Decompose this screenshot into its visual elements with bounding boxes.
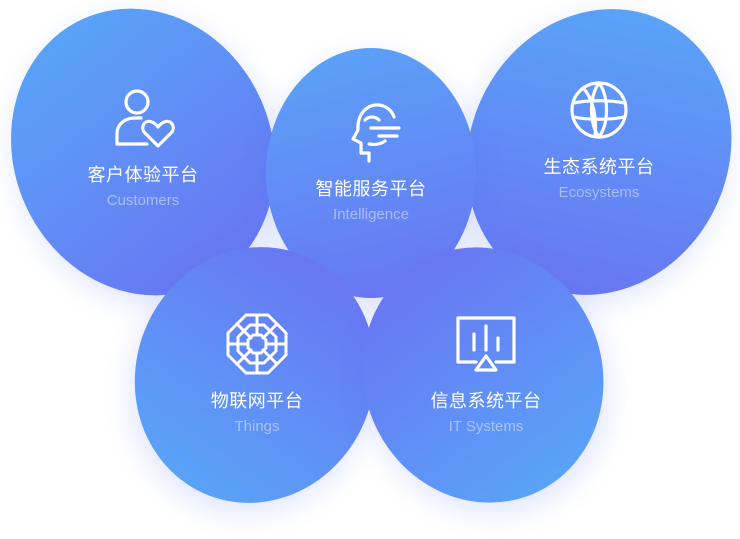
platform-subtitle: Ecosystems xyxy=(558,184,640,201)
user-heart-icon xyxy=(115,89,175,148)
octagon-web-icon xyxy=(226,313,288,375)
thinking-head-icon xyxy=(351,103,401,163)
platform-things: 物联网平台 Things xyxy=(157,312,357,437)
platform-title: 智能服务平台 xyxy=(315,179,427,200)
platform-subtitle: Intelligence xyxy=(333,206,409,223)
monitor-chart-icon xyxy=(456,316,516,372)
platform-title: 生态系统平台 xyxy=(543,157,655,178)
platform-it-systems: 信息系统平台 IT Systems xyxy=(386,312,586,437)
platform-subtitle: Things xyxy=(234,418,280,435)
platform-ecosystems: 生态系统平台 Ecosystems xyxy=(499,78,699,203)
platform-intelligence: 智能服务平台 Intelligence xyxy=(271,100,471,225)
platform-subtitle: Customers xyxy=(106,192,180,209)
globe-icon xyxy=(570,81,628,139)
platform-subtitle: IT Systems xyxy=(448,418,524,435)
platform-title: 客户体验平台 xyxy=(87,165,199,186)
platform-title: 信息系统平台 xyxy=(430,391,542,412)
platform-title: 物联网平台 xyxy=(210,391,304,412)
platform-customers: 客户体验平台 Customers xyxy=(43,86,243,211)
